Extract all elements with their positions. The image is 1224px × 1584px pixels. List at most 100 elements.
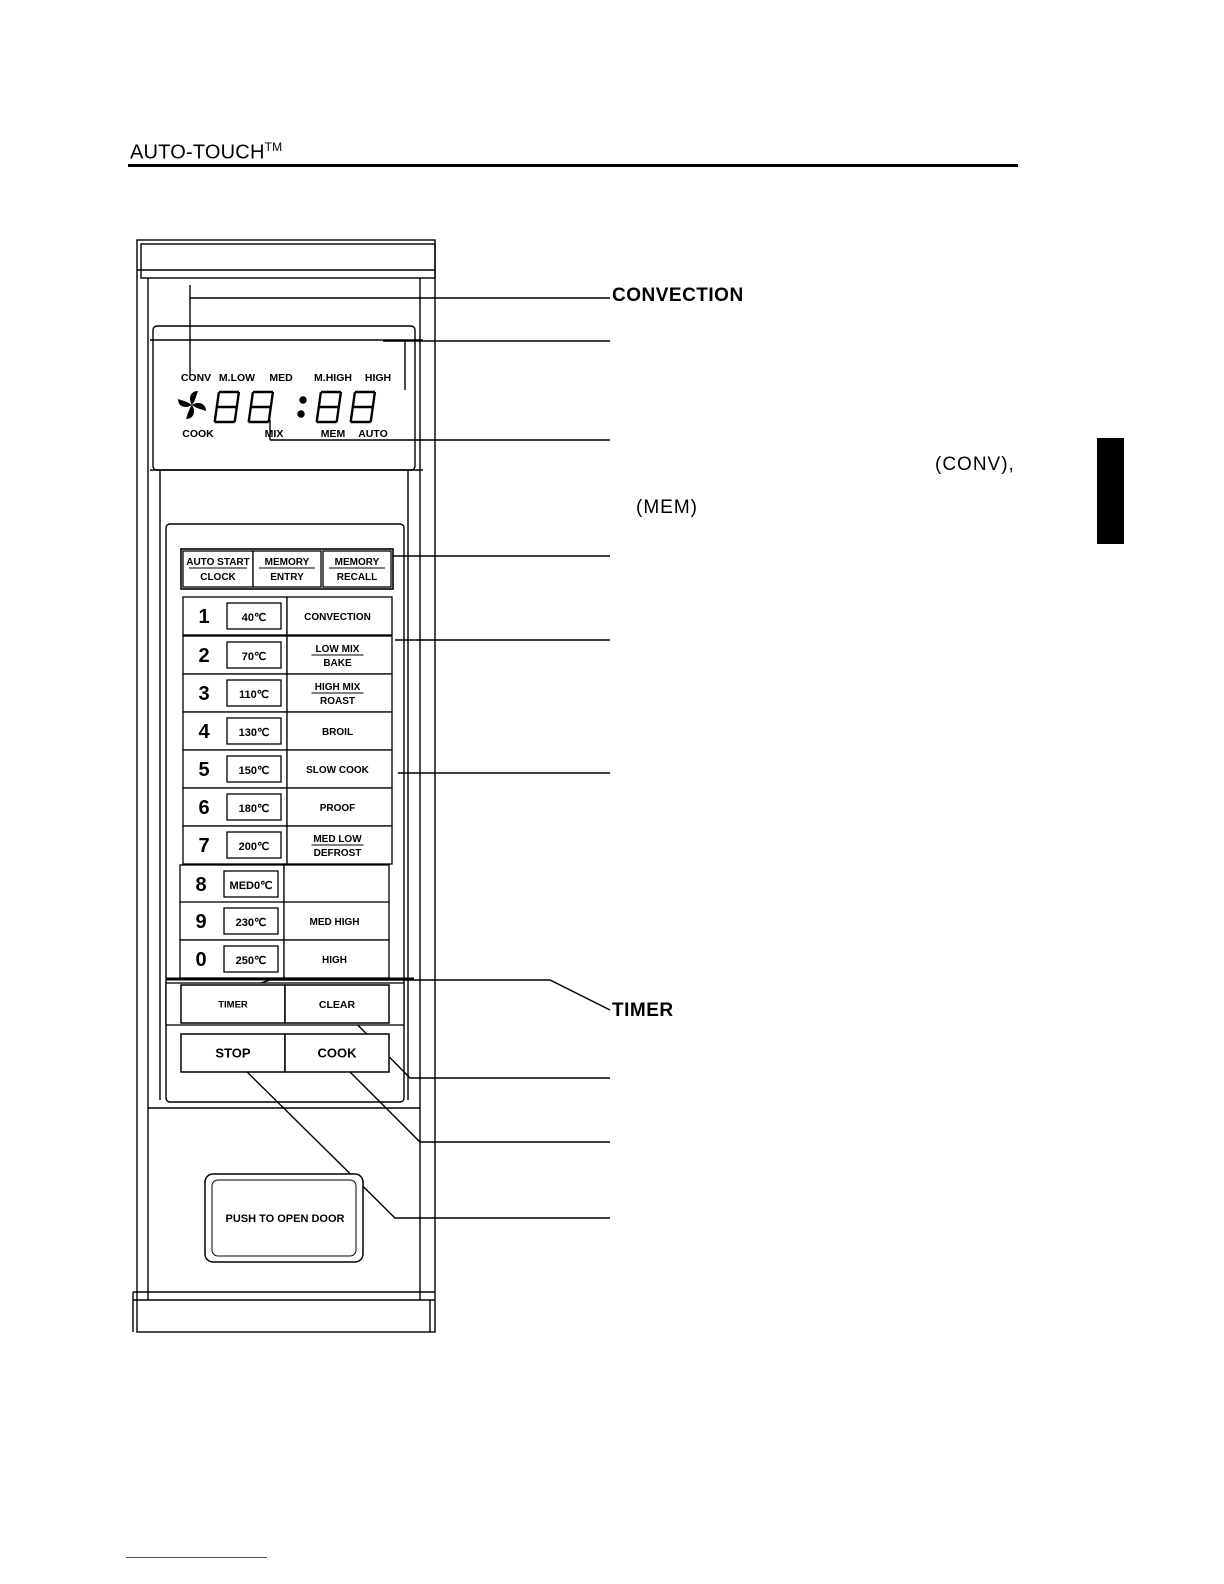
cook-label: COOK [318,1046,358,1061]
key-temperature: 110℃ [239,689,269,701]
med-low-button[interactable]: MED LOW DEFROST [286,825,393,865]
digit-3 [315,390,343,424]
key-digit: 6 [198,797,209,819]
number-key-9[interactable]: 9 230℃ [179,901,285,941]
key-label-line1: MEMORY [265,557,310,568]
key-digit: 2 [198,645,209,667]
proof-button[interactable]: PROOF [286,787,393,827]
display-indicator-mem: MEM [321,428,346,440]
key-function-line2: DEFROST [314,848,362,859]
keypad-row-0: 0 250℃ HIGH [179,939,390,979]
page-header: AUTO-TOUCHTM [130,140,282,165]
display-top-indicators: CONV M.LOW MED M.HIGH HIGH [181,372,391,384]
key-temperature: 150℃ [239,765,270,777]
keypad-row-7: 7 200℃ MED LOW DEFROST [182,825,393,865]
number-key-3[interactable]: 3 110℃ [182,673,288,713]
display-indicator-mlow: M.LOW [219,372,255,384]
key-function-label: BROIL [322,727,353,738]
key-label-line2: CLOCK [200,572,236,583]
note-mem: (MEM) [636,497,698,518]
keypad-row-9: 9 230℃ MED HIGH [179,901,390,941]
key-function-label: CONVECTION [304,612,371,623]
key-function-line2: ROAST [320,696,355,707]
stop-label: STOP [215,1046,250,1061]
key-function-line1: HIGH MIX [315,682,361,693]
keypad-row-2: 2 70℃ LOW MIX BAKE [182,635,393,675]
callout-timer: TIMER [612,1000,674,1021]
key-digit: 4 [198,721,210,743]
key-function-line2: BAKE [323,658,352,669]
key-label-line1: MEMORY [335,557,380,568]
key-function-line1: MED LOW [313,834,362,845]
key-label-line2: ENTRY [270,572,304,583]
key-digit: 8 [195,874,206,896]
low-mix-button[interactable]: LOW MIX BAKE [286,635,393,675]
convection-button[interactable]: CONVECTION [286,596,393,636]
key-function-label: MED HIGH [310,917,360,928]
keypad-row-3: 3 110℃ HIGH MIX ROAST [182,673,393,713]
key-function-label: SLOW COOK [306,765,370,776]
keypad-row-8: 8 MED0℃ [179,864,390,904]
med-high-button[interactable]: MED HIGH [283,901,390,941]
slow-cook-button[interactable]: SLOW COOK [286,749,393,789]
display-indicator-med: MED [269,372,293,384]
display-indicator-high: HIGH [365,372,391,384]
callout-convection: CONVECTION [612,285,744,306]
auto-start-clock-button[interactable]: AUTO START CLOCK [182,550,254,588]
key-digit: 9 [195,911,206,933]
number-key-8[interactable]: 8 MED0℃ [179,864,285,904]
door-button-label: PUSH TO OPEN DOOR [226,1213,345,1225]
key-temperature: MED0℃ [230,880,273,892]
display-indicator-mhigh: M.HIGH [314,372,352,384]
key-label-line1: AUTO START [186,557,250,568]
number-key-7[interactable]: 7 200℃ [182,825,288,865]
key-function-label: HIGH [322,955,347,966]
display-indicator-cook: COOK [182,428,214,440]
timer-button[interactable]: TIMER [180,984,286,1024]
footer-line [126,1557,267,1558]
key-function-line1: LOW MIX [316,644,360,655]
section-tab-marker [1097,438,1124,544]
keypad-row-1: 1 40℃ CONVECTION [182,596,393,636]
key-digit: 0 [195,949,206,971]
memory-entry-button[interactable]: MEMORY ENTRY [252,550,322,588]
push-to-open-door-button[interactable]: PUSH TO OPEN DOOR [204,1173,364,1263]
display-indicator-mix: MIX [265,428,284,440]
digit-4 [349,390,377,424]
key-temperature: 40℃ [242,612,267,624]
high-button[interactable]: HIGH [283,939,390,979]
blank-function-key [283,864,390,904]
broil-button[interactable]: BROIL [286,711,393,751]
high-mix-button[interactable]: HIGH MIX ROAST [286,673,393,713]
display-bottom-indicators: COOK MIX MEM AUTO [182,428,388,440]
clear-button[interactable]: CLEAR [284,984,390,1024]
cook-button[interactable]: COOK [284,1033,390,1073]
key-temperature: 250℃ [236,955,267,967]
key-digit: 3 [198,683,209,705]
digit-2 [247,390,275,424]
stop-button[interactable]: STOP [180,1033,286,1073]
key-temperature: 70℃ [242,651,267,663]
number-key-1[interactable]: 1 40℃ [182,596,288,636]
header-rule [128,164,1018,167]
number-key-2[interactable]: 2 70℃ [182,635,288,675]
key-digit: 7 [198,835,209,857]
key-temperature: 230℃ [236,917,267,929]
key-digit: 1 [198,606,209,628]
panel-housing [136,239,436,1333]
number-key-0[interactable]: 0 250℃ [179,939,285,979]
display-indicator-auto: AUTO [358,428,388,440]
header-title: AUTO-TOUCH [130,141,265,164]
note-conv: (CONV), [935,454,1015,475]
timer-label: TIMER [218,999,248,1010]
display-indicator-conv: CONV [181,372,211,384]
fan-icon [178,391,206,419]
key-temperature: 200℃ [239,841,270,853]
